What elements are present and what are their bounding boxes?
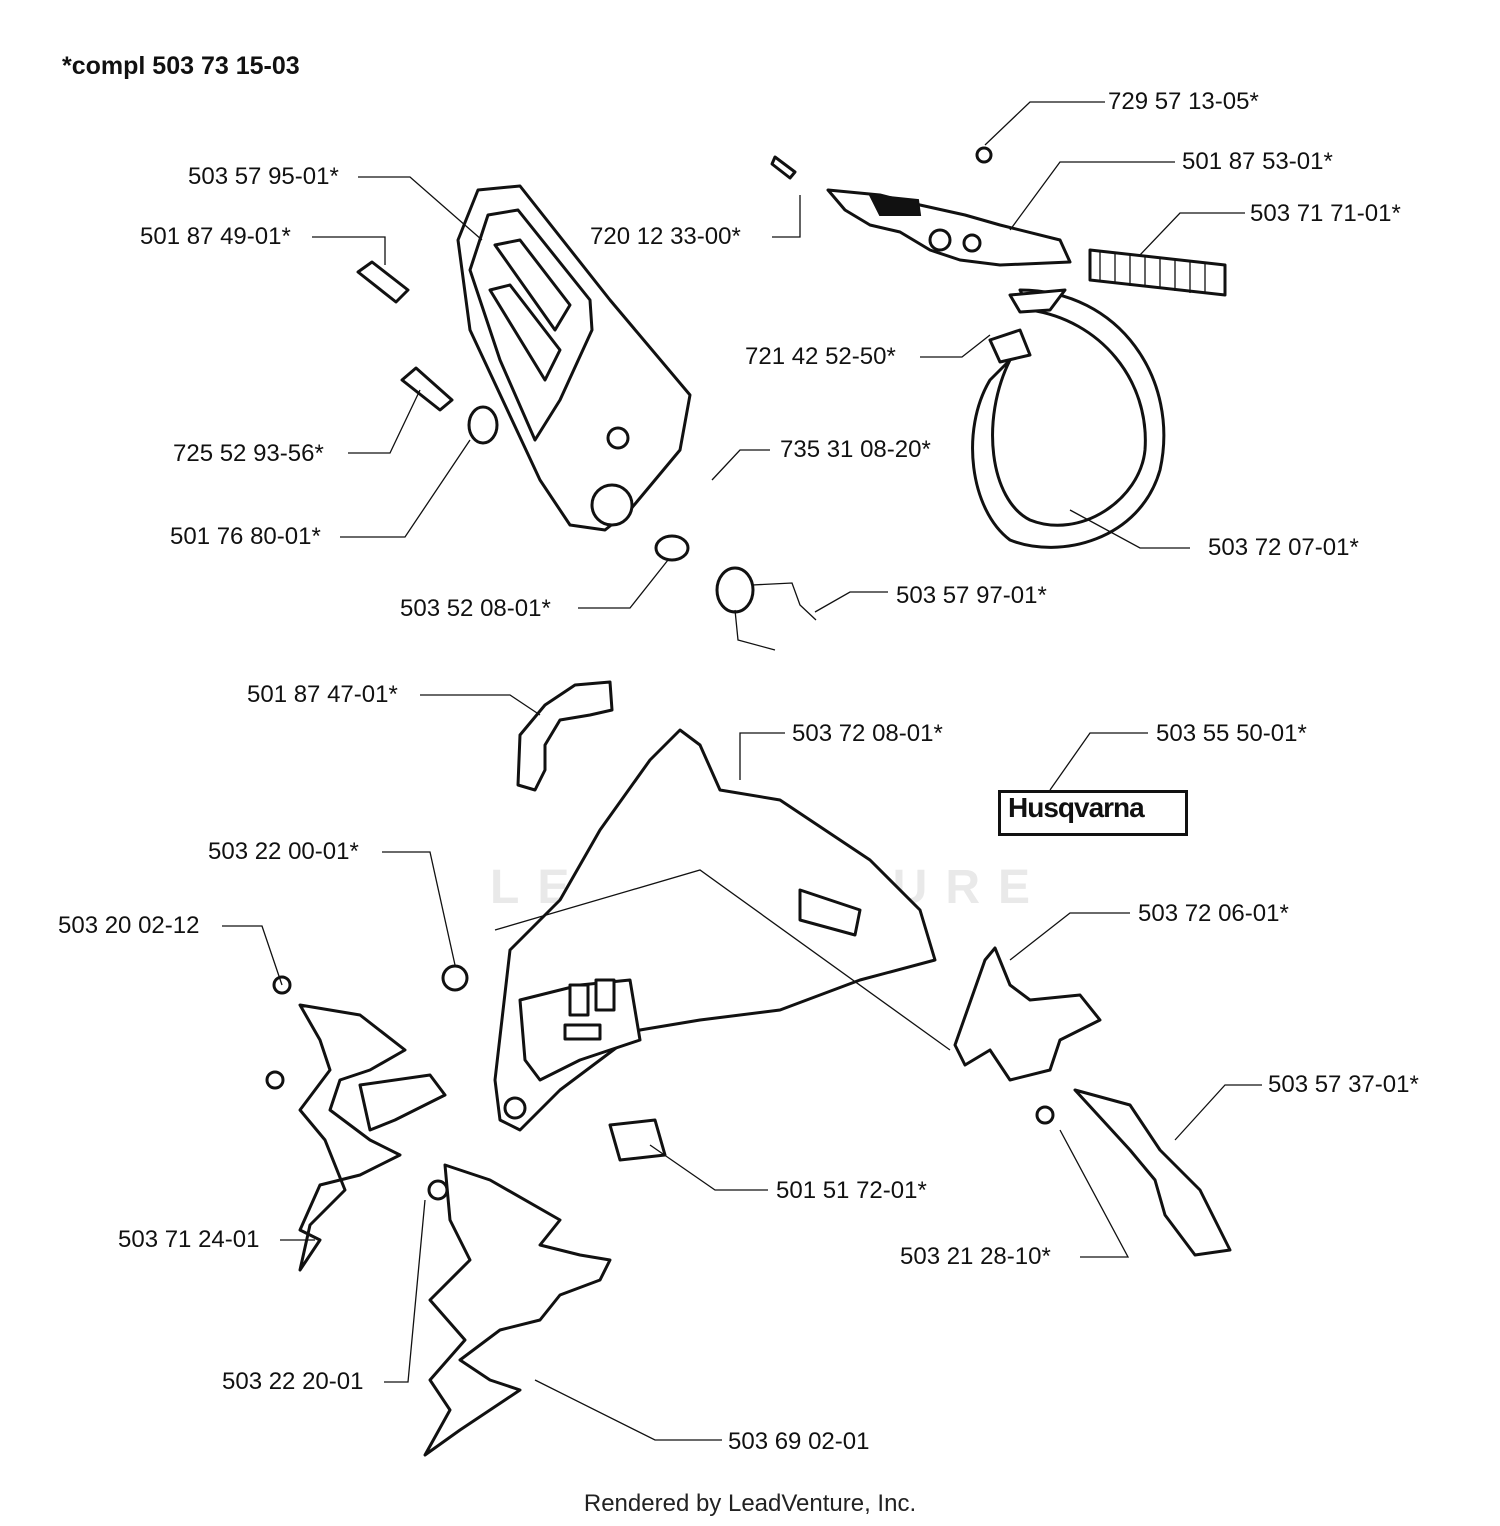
part-label: 503 20 02-12: [58, 912, 200, 939]
part-label: 721 42 52-50*: [745, 343, 896, 370]
part-label: 503 22 20-01: [222, 1368, 364, 1395]
part-label: 503 55 50-01*: [1156, 720, 1307, 747]
spring-part: [1088, 248, 1227, 297]
part-label: 720 12 33-00*: [590, 223, 741, 250]
torsion-spring-part: [715, 566, 817, 651]
part-label: 503 57 37-01*: [1268, 1071, 1419, 1098]
part-label: 501 87 53-01*: [1182, 148, 1333, 175]
part-label: 503 21 28-10*: [900, 1243, 1051, 1270]
bumper-spike-part: [265, 975, 612, 1457]
clip-part: [516, 680, 614, 792]
part-label: 503 52 08-01*: [400, 595, 551, 622]
part-label: 503 72 07-01*: [1208, 534, 1359, 561]
part-label: 503 57 95-01*: [188, 163, 339, 190]
brake-lever-part: [770, 146, 1072, 267]
part-label: 503 22 00-01*: [208, 838, 359, 865]
part-label: 729 57 13-05*: [1108, 88, 1259, 115]
part-label: 503 72 06-01*: [1138, 900, 1289, 927]
hand-guard-part: [456, 184, 692, 532]
part-label: 503 72 08-01*: [792, 720, 943, 747]
bracket-plate-part: [953, 946, 1102, 1125]
part-label: 503 71 24-01: [118, 1226, 260, 1253]
husqvarna-logo-text: Husqvarna: [1008, 792, 1145, 823]
part-label: 503 57 97-01*: [896, 582, 1047, 609]
part-label: 501 87 49-01*: [140, 223, 291, 250]
bolt-part: [356, 260, 690, 562]
part-label: 735 31 08-20*: [780, 436, 931, 463]
leader-lines: [222, 101, 1262, 1441]
part-label: 501 87 47-01*: [247, 681, 398, 708]
diagram-title: *compl 503 73 15-03: [62, 52, 300, 80]
footer-credit: Rendered by LeadVenture, Inc.: [583, 1490, 917, 1517]
pad-part: [608, 1118, 667, 1162]
chain-brake-cover-part: [441, 728, 937, 1132]
husqvarna-decal: [998, 790, 1188, 836]
part-label: 725 52 93-56*: [173, 440, 324, 467]
part-label: 503 69 02-01: [728, 1428, 870, 1455]
brake-band-part: [971, 288, 1166, 549]
guide-plate-part: [1073, 1088, 1232, 1257]
part-label: 503 71 71-01*: [1250, 200, 1401, 227]
part-label: 501 51 72-01*: [776, 1177, 927, 1204]
part-label: 501 76 80-01*: [170, 523, 321, 550]
